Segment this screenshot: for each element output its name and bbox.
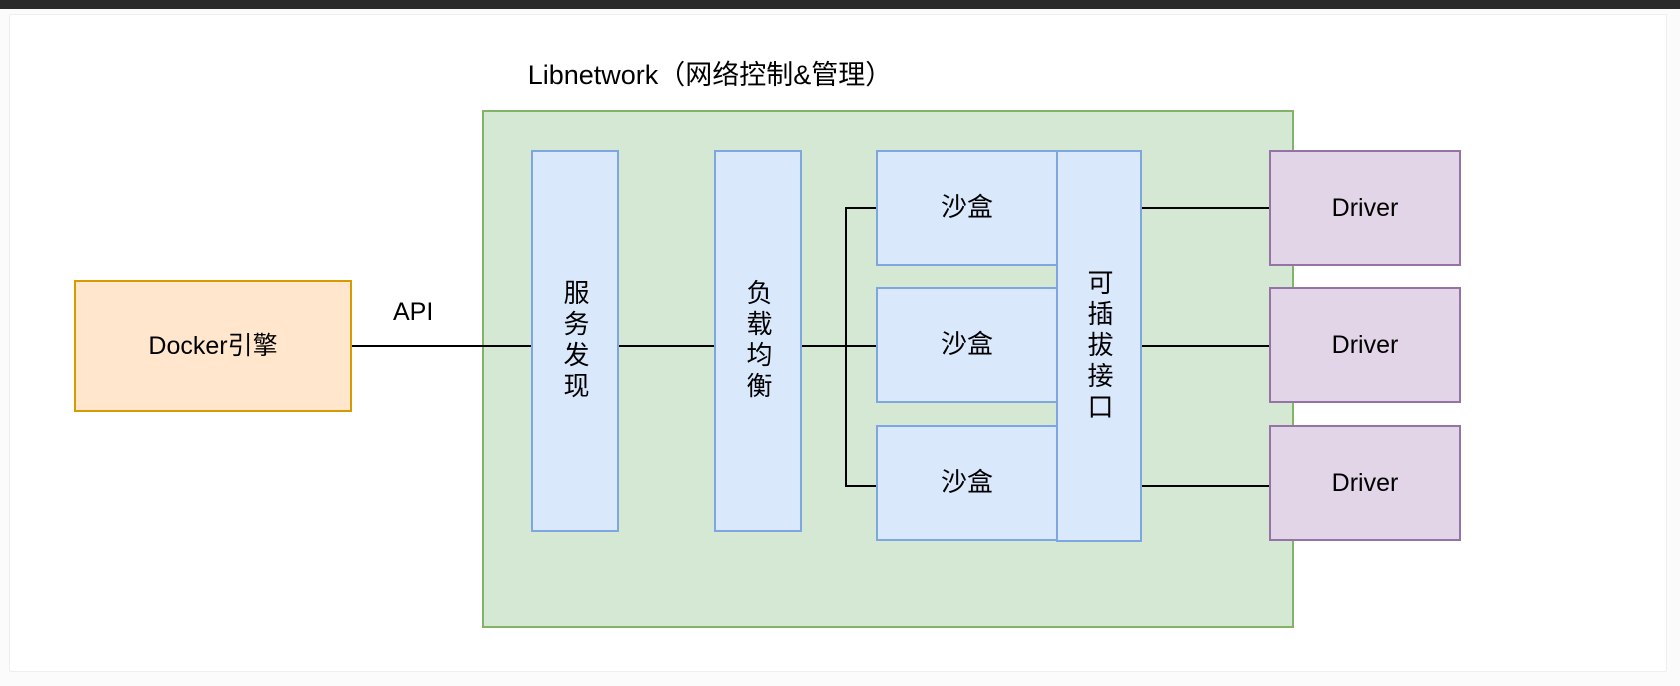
node-driver-2[interactable]: Driver (1269, 287, 1461, 403)
node-sandbox-2-label: 沙盒 (940, 329, 993, 360)
node-docker-engine-label: Docker引擎 (148, 332, 278, 360)
node-sandbox-1[interactable]: 沙盒 (876, 150, 1058, 266)
node-service-discovery-label: 服务发现 (560, 279, 590, 403)
node-load-balance[interactable]: 负载均衡 (714, 150, 802, 532)
node-docker-engine[interactable]: Docker引擎 (74, 280, 352, 412)
edge-docker-to-service-discovery (352, 345, 533, 347)
diagram-stage: Libnetwork（网络控制&管理） Docker引擎 API 服务发现 负载… (10, 15, 1666, 671)
node-driver-1-label: Driver (1331, 194, 1399, 222)
node-pluggable-interface[interactable]: 可插拔接口 (1056, 150, 1142, 542)
node-service-discovery[interactable]: 服务发现 (531, 150, 619, 532)
edge-interface-to-driver-1 (1142, 207, 1270, 209)
edge-interface-to-driver-2 (1142, 345, 1270, 347)
edge-load-balance-trunk (802, 345, 877, 347)
edge-branch-sandbox-1 (845, 207, 877, 209)
edge-sandbox-bus (845, 207, 847, 487)
diagram-title: Libnetwork（网络控制&管理） (527, 60, 893, 90)
edge-label-api: API (393, 298, 434, 326)
window-topbar (0, 0, 1680, 9)
edge-branch-sandbox-2 (845, 345, 877, 347)
edge-service-discovery-to-load-balance (619, 345, 715, 347)
node-driver-3[interactable]: Driver (1269, 425, 1461, 541)
node-sandbox-2[interactable]: 沙盒 (876, 287, 1058, 403)
edge-branch-sandbox-3 (845, 485, 877, 487)
node-sandbox-3[interactable]: 沙盒 (876, 425, 1058, 541)
node-sandbox-3-label: 沙盒 (940, 467, 993, 498)
edge-interface-to-driver-3 (1142, 485, 1270, 487)
node-driver-2-label: Driver (1331, 331, 1399, 359)
node-sandbox-1-label: 沙盒 (940, 192, 993, 223)
node-driver-1[interactable]: Driver (1269, 150, 1461, 266)
node-load-balance-label: 负载均衡 (743, 279, 773, 403)
node-driver-3-label: Driver (1331, 469, 1399, 497)
node-pluggable-interface-label: 可插拔接口 (1084, 268, 1114, 424)
diagram-canvas[interactable]: Libnetwork（网络控制&管理） Docker引擎 API 服务发现 负载… (9, 14, 1667, 672)
